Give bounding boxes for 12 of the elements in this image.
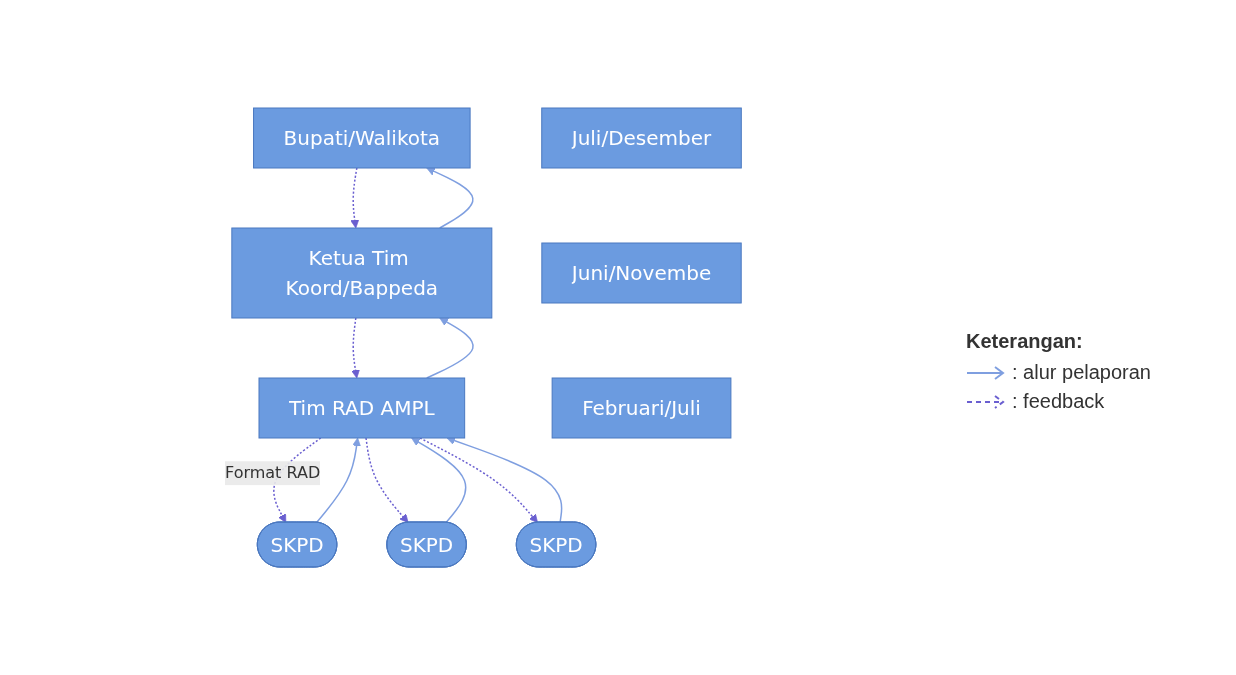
arrow: [425, 317, 474, 379]
legend-label: : alur pelaporan: [1012, 361, 1151, 384]
node-box: Bupati/Walikota: [252, 107, 471, 169]
node-box: Ketua Tim Koord/Bappeda: [231, 227, 493, 319]
edge-label: Format RAD: [224, 463, 321, 483]
legend-label: : feedback: [1012, 390, 1105, 413]
node-box: Tim RAD AMPL: [258, 377, 465, 439]
legend-title: Keterangan:: [966, 330, 1084, 353]
arrow: [426, 167, 474, 229]
arrow: [411, 437, 467, 524]
arrow: [315, 437, 361, 524]
node-box: Februari/Juli: [551, 377, 732, 439]
